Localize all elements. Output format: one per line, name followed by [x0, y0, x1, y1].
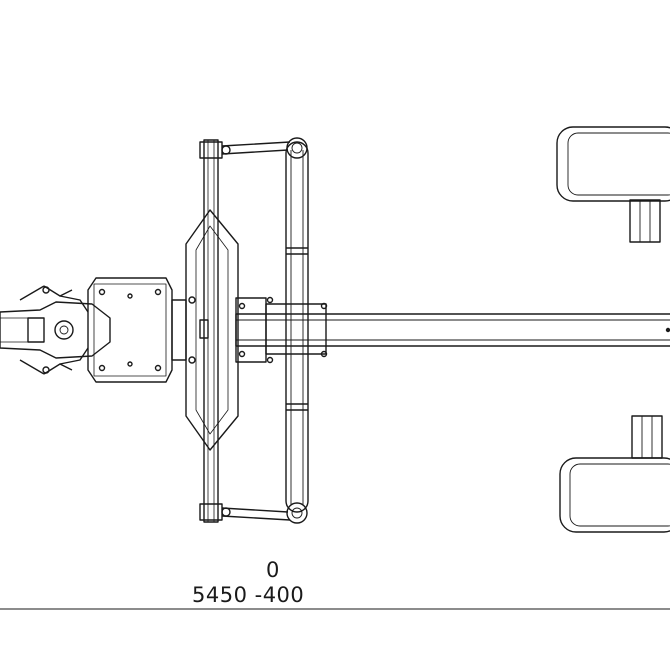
center-bracket: [199, 296, 328, 364]
lower-wheel: [559, 415, 670, 533]
upper-wheel: [556, 126, 670, 243]
hydraulic-cylinder: [285, 137, 309, 524]
mount-plate: [87, 277, 196, 383]
dimension-label-top: 0: [266, 558, 280, 582]
link-arms: [221, 141, 291, 521]
hitch-coupler: [0, 285, 111, 375]
boom-arm: [235, 303, 670, 355]
dimension-label-bottom: 5450 -400: [192, 583, 305, 607]
cross-beam: [185, 139, 239, 523]
